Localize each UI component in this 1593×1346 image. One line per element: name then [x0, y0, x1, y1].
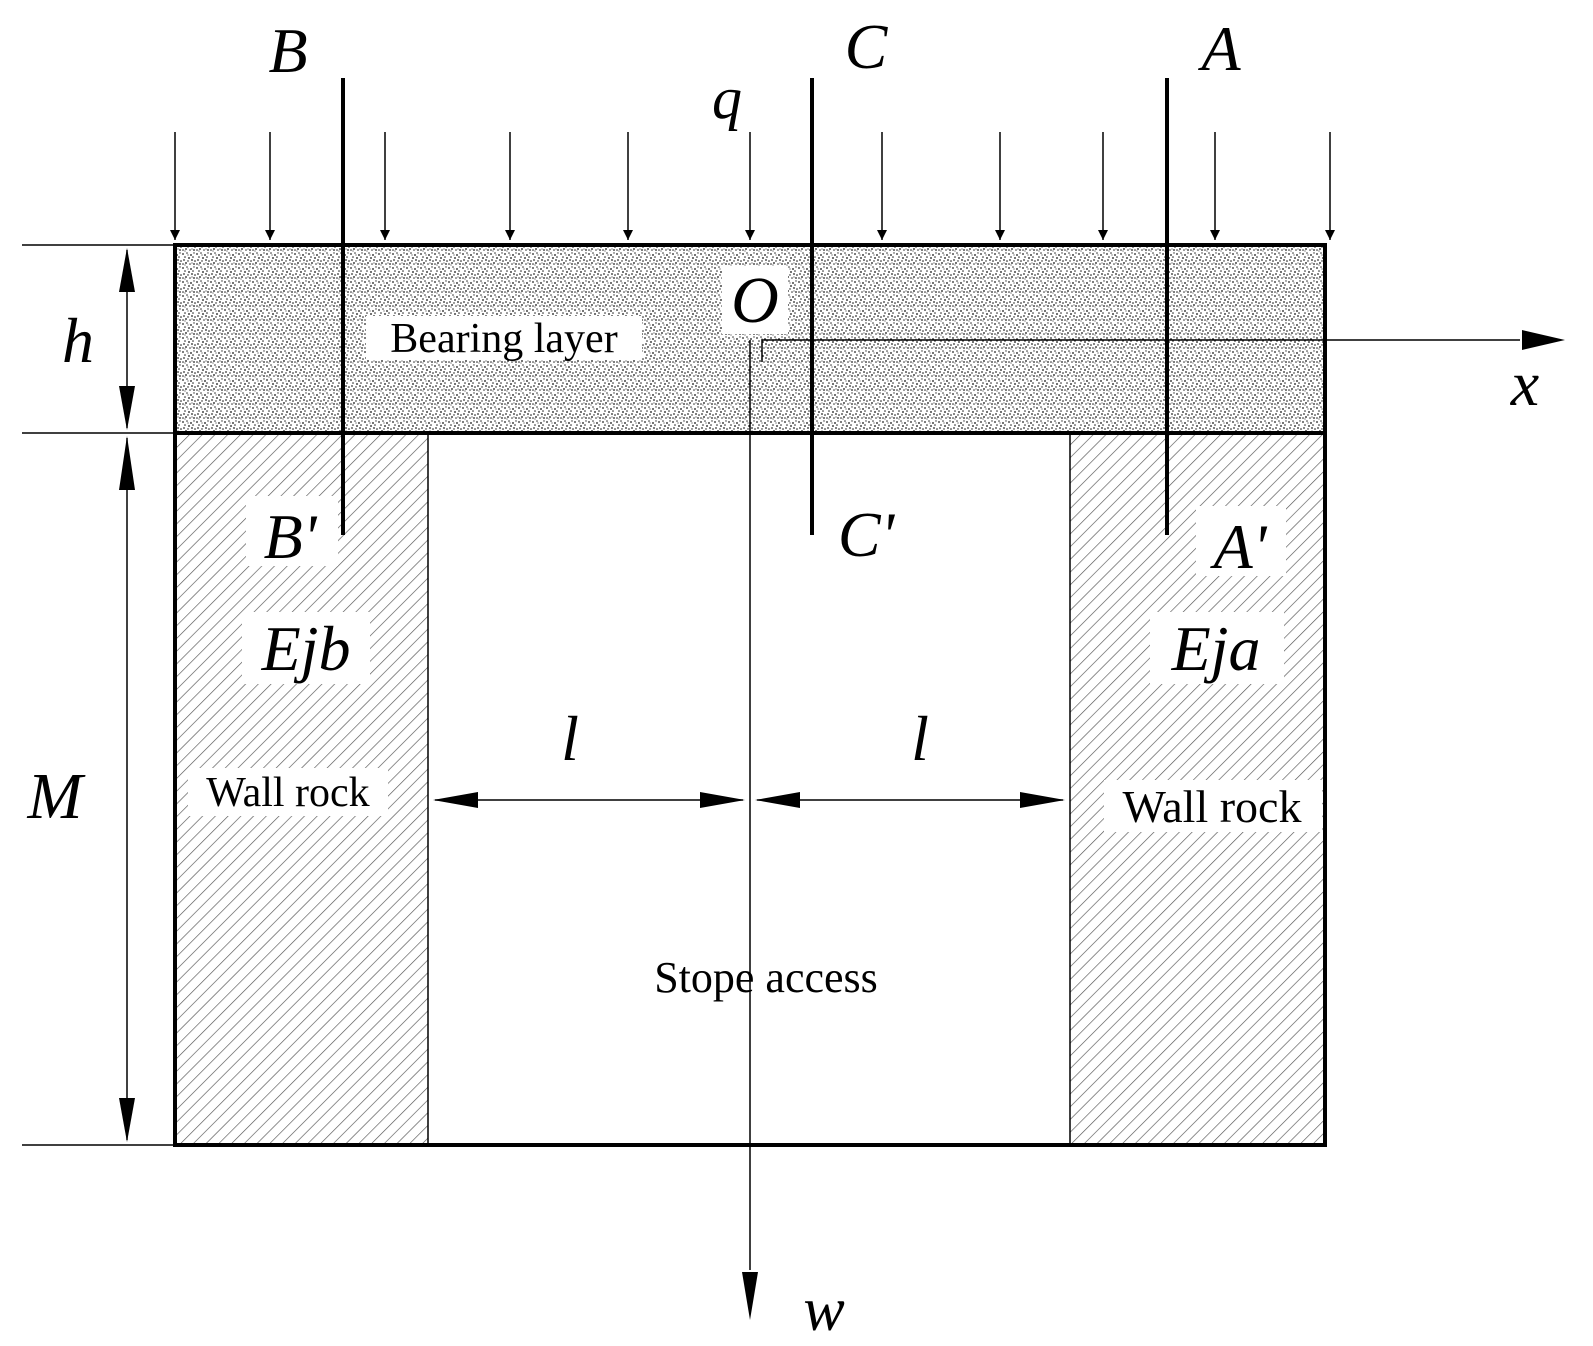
- l-dimension-left: [433, 792, 745, 808]
- eja-label-bg: [1150, 612, 1284, 684]
- wall-rock-right-label: Wall rock: [1123, 781, 1302, 832]
- label-m: M: [27, 760, 87, 833]
- x-axis: [761, 330, 1565, 362]
- label-x-axis: x: [1510, 348, 1539, 419]
- wall-rock-left-label-bg: [188, 768, 388, 816]
- label-c: C: [845, 11, 889, 82]
- distributed-load-arrows: [170, 132, 1335, 240]
- label-h: h: [62, 305, 94, 376]
- label-origin: O: [731, 264, 779, 337]
- bearing-layer-label-bg: [366, 316, 642, 360]
- m-dimension: [119, 436, 135, 1142]
- b-prime-label-bg: [246, 496, 338, 566]
- l-dimension-right: [755, 792, 1065, 808]
- a-prime-label-bg: [1196, 506, 1286, 576]
- label-b-prime: B': [264, 501, 318, 572]
- label-l-left: l: [561, 703, 579, 774]
- label-b: B: [268, 15, 307, 86]
- label-q: q: [712, 65, 742, 131]
- origin-label-bg: [722, 266, 788, 334]
- stope-access-label: Stope access: [654, 953, 878, 1002]
- label-ejb: Ejb: [261, 613, 351, 684]
- label-eja: Eja: [1171, 613, 1261, 684]
- label-w-axis: w: [803, 1276, 844, 1344]
- w-axis: [742, 340, 758, 1320]
- ejb-label-bg: [242, 612, 370, 684]
- wall-rock-right-label-bg: [1104, 780, 1322, 832]
- label-a-prime: A': [1210, 511, 1268, 582]
- label-l-right: l: [911, 703, 929, 774]
- wall-rock-left-label: Wall rock: [206, 770, 369, 816]
- bearing-layer-label: Bearing layer: [390, 316, 617, 362]
- label-c-prime: C': [838, 499, 896, 570]
- h-dimension: [119, 248, 135, 430]
- label-a: A: [1197, 13, 1241, 84]
